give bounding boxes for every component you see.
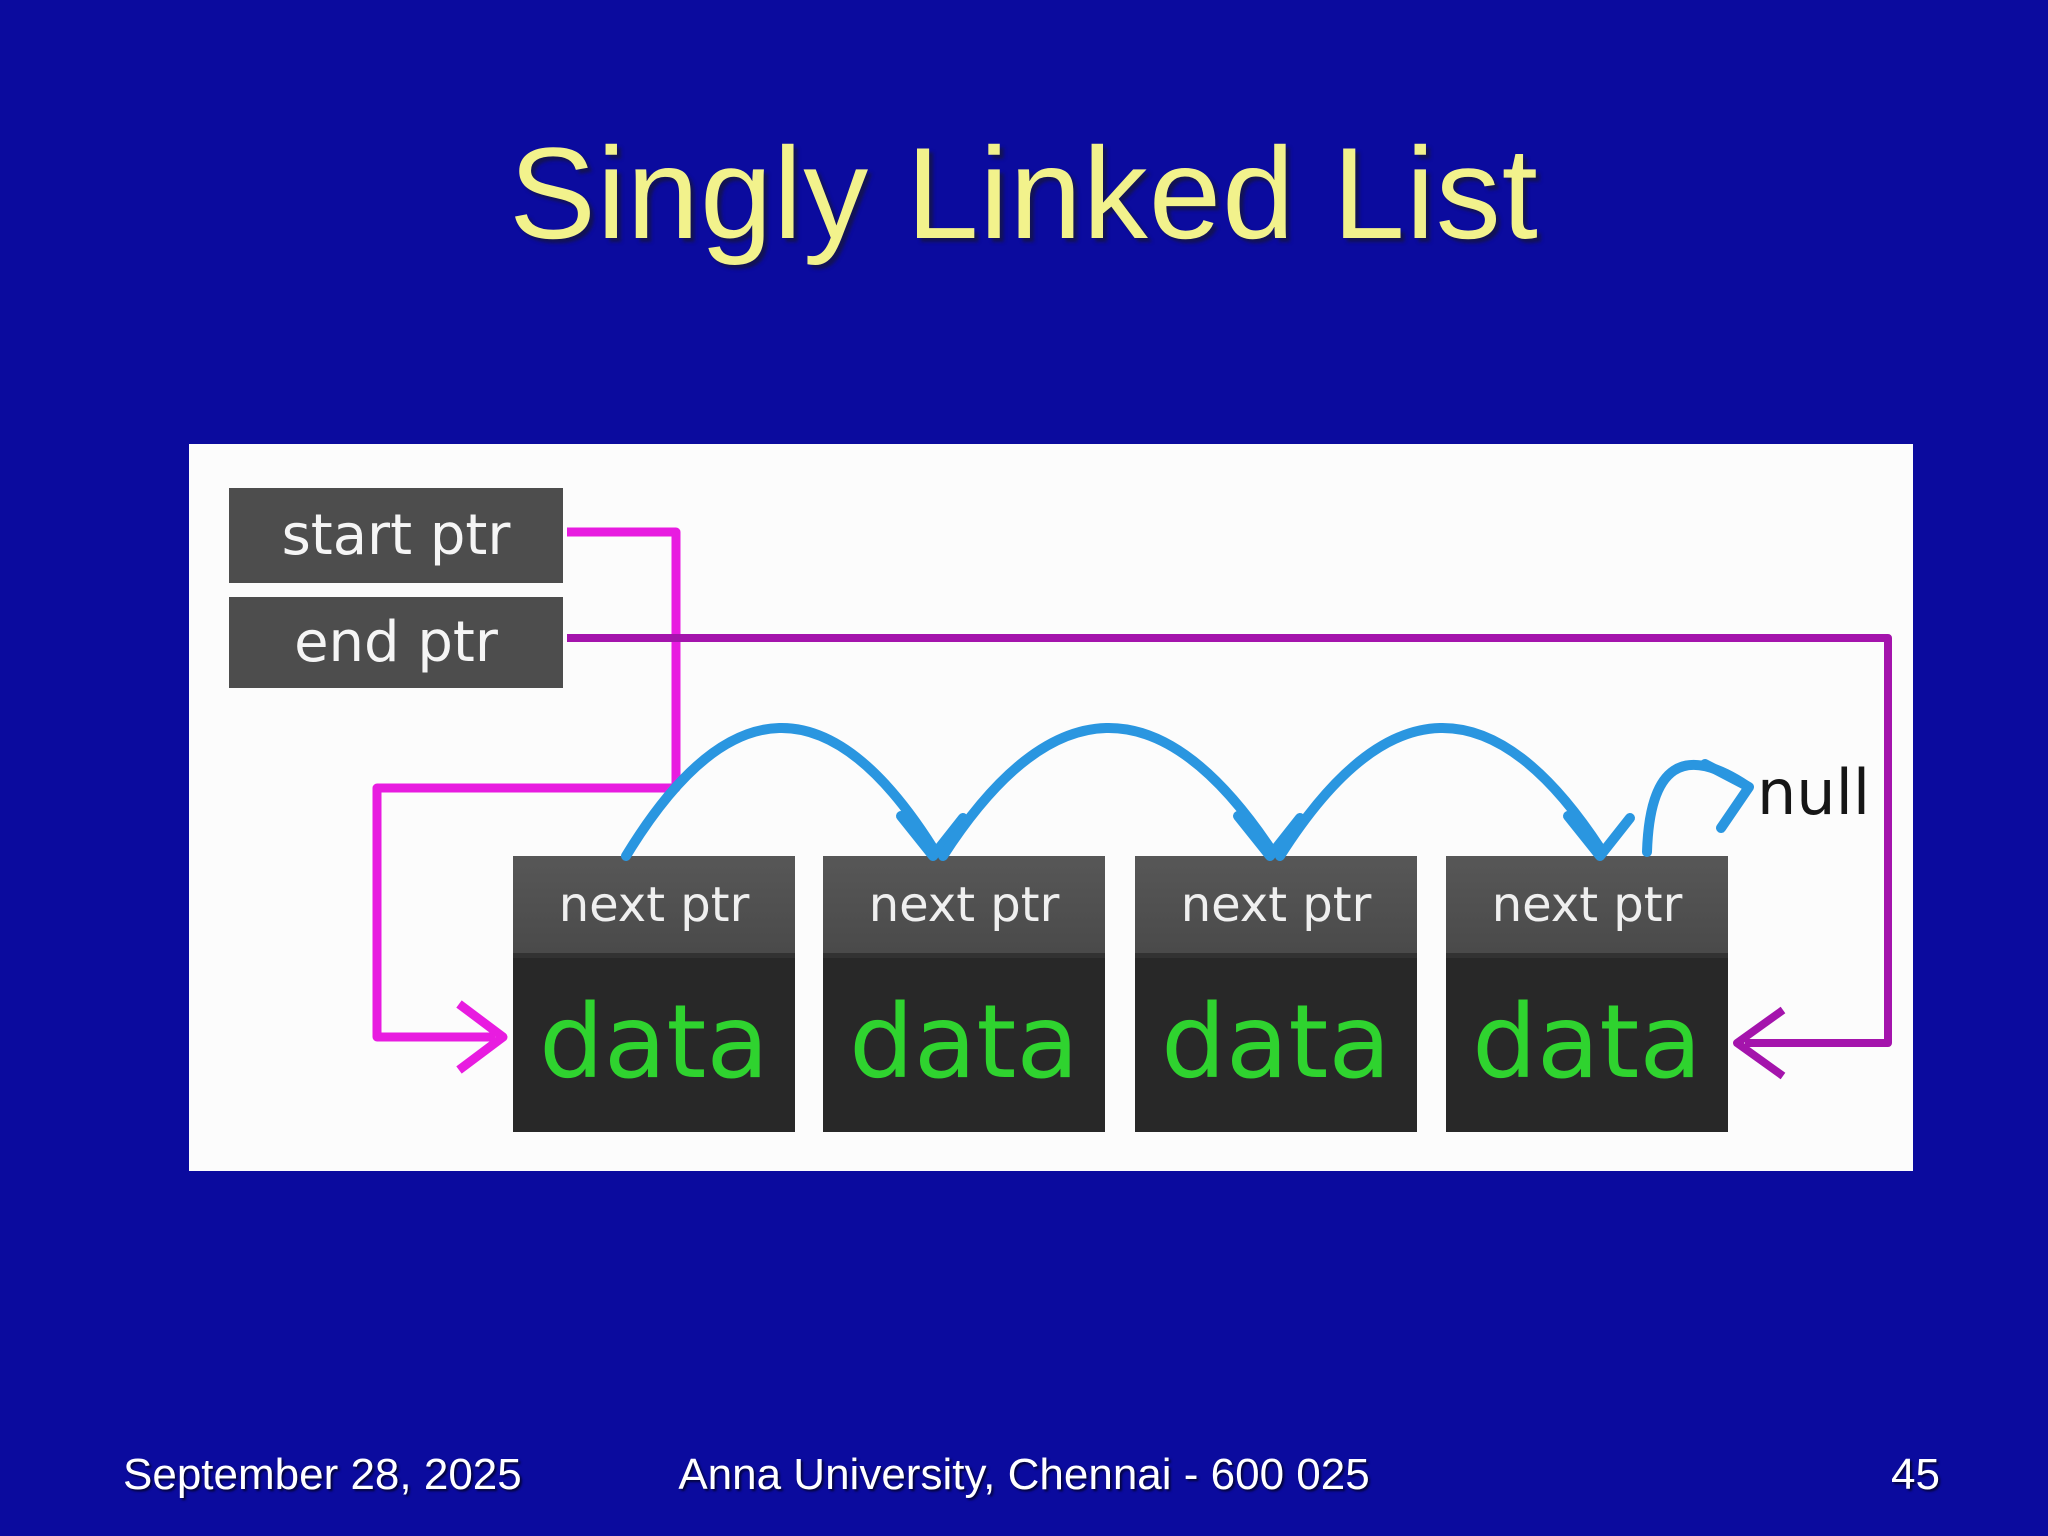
node-3-data-label: data	[1161, 983, 1391, 1102]
node-1-data-label: data	[539, 983, 769, 1102]
node-2-next-ptr-cell: next ptr	[823, 856, 1105, 953]
end-ptr-box: end ptr	[229, 597, 563, 688]
list-node-1: next ptr data	[513, 856, 795, 1132]
node-4-data-label: data	[1472, 983, 1702, 1102]
node-2-next-ptr-label: next ptr	[868, 876, 1060, 933]
footer-date: September 28, 2025	[123, 1450, 522, 1499]
node-2-data-cell: data	[823, 953, 1105, 1132]
start-ptr-box: start ptr	[229, 488, 563, 583]
null-label: null	[1757, 756, 1871, 829]
node-4-next-ptr-label: next ptr	[1491, 876, 1683, 933]
footer-institution: Anna University, Chennai - 600 025	[678, 1450, 1370, 1499]
node-1-next-ptr-cell: next ptr	[513, 856, 795, 953]
node-4-data-cell: data	[1446, 953, 1728, 1132]
list-node-3: next ptr data	[1135, 856, 1417, 1132]
node-3-next-ptr-label: next ptr	[1180, 876, 1372, 933]
next-link-arrow-2-icon	[938, 723, 1305, 861]
list-node-2: next ptr data	[823, 856, 1105, 1132]
start-ptr-label: start ptr	[281, 503, 511, 568]
next-link-arrow-1-icon	[621, 723, 968, 861]
footer-page-number: 45	[1891, 1450, 1940, 1499]
node-1-data-cell: data	[513, 953, 795, 1132]
linked-list-diagram: start ptr end ptr next ptr data next ptr…	[189, 444, 1913, 1171]
node-4-next-ptr-cell: next ptr	[1446, 856, 1728, 953]
null-arrow-icon	[1642, 759, 1754, 857]
node-1-next-ptr-label: next ptr	[558, 876, 750, 933]
page-title: Singly Linked List	[509, 120, 1539, 266]
node-3-next-ptr-cell: next ptr	[1135, 856, 1417, 953]
node-3-data-cell: data	[1135, 953, 1417, 1132]
node-2-data-label: data	[849, 983, 1079, 1102]
next-link-arrow-3-icon	[1275, 723, 1635, 861]
list-node-4: next ptr data	[1446, 856, 1728, 1132]
end-ptr-label: end ptr	[294, 610, 498, 675]
